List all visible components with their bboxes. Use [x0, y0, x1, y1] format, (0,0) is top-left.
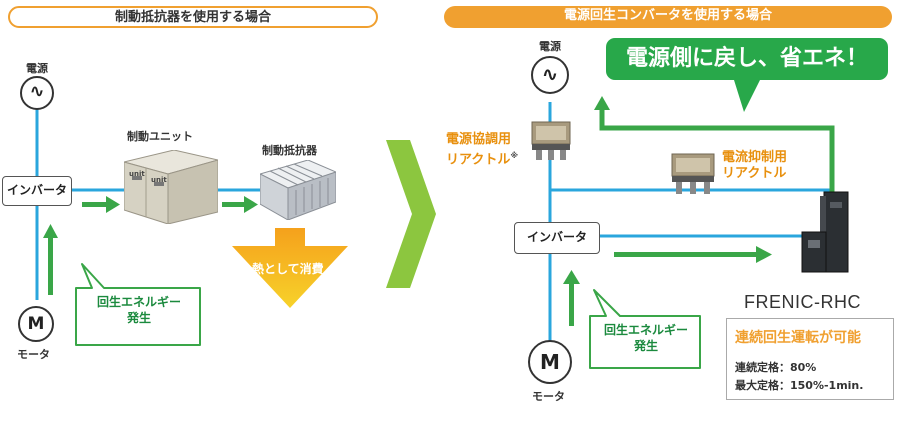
left-regen-label: 回生エネルギー 発生 [96, 295, 181, 325]
power-coordination-reactor-label: 電源協調用 リアクトル※ [446, 132, 518, 168]
energy-saving-banner: 電源側に戻し、省エネ！ [606, 38, 888, 80]
brake-unit-image: unit unit [124, 150, 218, 224]
left-ac-source-icon: ∿ [20, 76, 54, 110]
right-callout-bubble [589, 289, 701, 369]
spec-title: 連続回生運転が可能 [735, 330, 861, 346]
right-header: 電源回生コンバータを使用する場合 [444, 6, 892, 28]
brake-resistor-label: 制動抵抗器 [262, 144, 317, 157]
left-power-label: 電源 [26, 62, 48, 75]
energy-saving-banner-text: 電源側に戻し、省エネ！ [625, 46, 868, 71]
reactor1-label-text: 電源協調用 リアクトル [446, 132, 512, 168]
left-header-text: 制動抵抗器を使用する場合 [114, 10, 271, 25]
reactor1-note: ※ [510, 151, 519, 160]
left-inverter-label: インバータ [6, 183, 67, 197]
frenic-rhc-image [800, 188, 852, 274]
left-motor-label: モータ [17, 348, 50, 361]
heat-label: 熱として消費 [252, 262, 324, 276]
heat-arrow [232, 228, 348, 308]
brake-unit-brand-1: unit [129, 170, 145, 178]
right-inverter-box: インバータ [514, 222, 600, 254]
brake-unit-label: 制動ユニット [127, 130, 193, 143]
right-motor-label: モータ [532, 390, 565, 403]
product-name: FRENIC-RHC [744, 292, 861, 312]
power-coordination-reactor-image [528, 118, 574, 164]
left-motor-symbol: M [27, 314, 45, 334]
left-energy-arrow-2 [222, 196, 258, 213]
return-arrow-head [594, 96, 610, 110]
spec-box: 連続回生運転が可能 連続定格：80% 最大定格：150%-1min. [726, 318, 894, 400]
brake-resistor-image [260, 160, 336, 220]
right-ac-source-icon: ∿ [531, 56, 569, 94]
left-inverter-box: インバータ [2, 176, 72, 206]
current-suppression-reactor-image [668, 150, 718, 198]
brake-unit-brand-2: unit [151, 176, 167, 184]
spec-continuous-rating: 連続定格：80% [735, 361, 817, 374]
current-suppression-reactor-label: 電流抑制用 リアクトル [722, 150, 788, 181]
right-up-arrow-head [563, 270, 580, 284]
right-power-label: 電源 [539, 40, 561, 53]
right-motor-icon: M [528, 340, 572, 384]
right-motor-symbol: M [540, 350, 560, 374]
right-inverter-label: インバータ [526, 230, 587, 244]
right-header-text: 電源回生コンバータを使用する場合 [563, 8, 772, 23]
spec-max-rating: 最大定格：150%-1min. [735, 379, 864, 392]
left-callout-bubble [75, 263, 201, 346]
left-header: 制動抵抗器を使用する場合 [8, 6, 378, 28]
left-energy-arrow-up [43, 224, 58, 295]
banner-pointer [734, 80, 760, 112]
left-motor-icon: M [18, 306, 54, 342]
right-regen-label: 回生エネルギー 発生 [603, 323, 688, 353]
forward-arrow-head [756, 246, 772, 263]
left-energy-arrow-1 [82, 196, 120, 213]
